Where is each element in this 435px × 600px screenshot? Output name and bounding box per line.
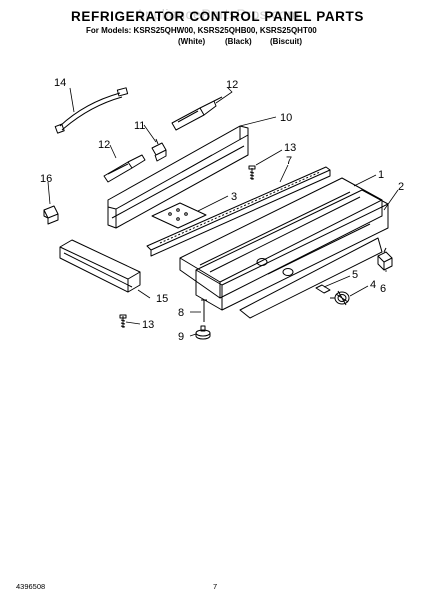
part-fitting — [377, 247, 393, 271]
part-clip — [43, 205, 59, 225]
color-black: (Black) — [225, 37, 252, 46]
model-list: For Models: KSRS25QHW00, KSRS25QHB00, KS… — [86, 26, 317, 35]
callout-3: 3 — [231, 191, 237, 203]
callout-12-upper: 12 — [226, 79, 238, 91]
watermark: AppliancePartsPros.com — [135, 6, 300, 22]
callout-5: 5 — [352, 269, 358, 281]
part-number: 4396508 — [16, 582, 46, 591]
leader-lines — [47, 87, 399, 337]
callout-13-lower: 13 — [142, 319, 154, 331]
part-control-strip — [146, 166, 331, 257]
callout-13-upper: 13 — [284, 142, 296, 154]
part-control-console — [179, 177, 383, 299]
callout-9: 9 — [178, 331, 184, 343]
part-lower-trim — [59, 239, 141, 293]
callout-10: 10 — [280, 112, 292, 124]
page-title: REFRIGERATOR CONTROL PANEL PARTS — [71, 9, 364, 24]
page-number: 7 — [213, 582, 218, 591]
part-screw-8 — [201, 299, 207, 322]
part-control-knob — [330, 290, 350, 306]
callout-12-lower: 12 — [98, 139, 110, 151]
part-wire-harness — [54, 87, 129, 134]
callout-14: 14 — [54, 77, 66, 89]
callout-11: 11 — [134, 120, 145, 132]
part-gasket — [315, 284, 331, 294]
part-screw-upper — [248, 165, 256, 180]
callout-2: 2 — [398, 181, 404, 193]
color-white: (White) — [178, 37, 206, 46]
part-lamp-upper — [171, 96, 223, 131]
callout-1: 1 — [378, 169, 384, 181]
callout-6: 6 — [380, 283, 386, 295]
part-bracket-plate — [151, 202, 207, 229]
color-biscuit: (Biscuit) — [270, 37, 302, 46]
part-lamp-lower — [103, 154, 146, 183]
part-switch — [151, 138, 167, 162]
callout-8: 8 — [178, 307, 184, 319]
part-leveling-foot — [195, 325, 211, 340]
part-screw-lower — [119, 314, 127, 328]
callout-15: 15 — [156, 293, 168, 305]
callout-4: 4 — [370, 279, 376, 291]
part-control-housing — [107, 125, 249, 229]
part-front-trim — [195, 189, 389, 319]
callout-7: 7 — [286, 155, 292, 167]
callout-16: 16 — [40, 173, 52, 185]
